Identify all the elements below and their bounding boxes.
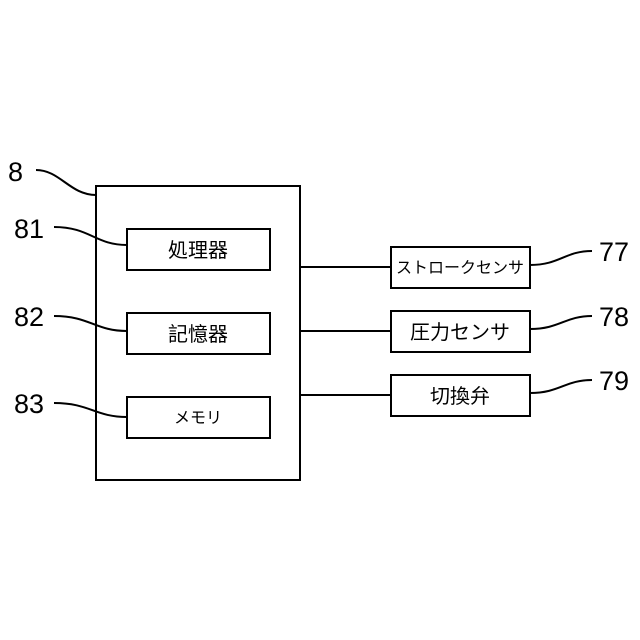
module-82-ref-label: 82	[14, 302, 44, 332]
peripheral-78-leader-line	[530, 316, 592, 329]
module-83-ref-label: 83	[14, 389, 44, 419]
stroke-sensor-label: ストロークセンサ	[396, 258, 524, 277]
memory-label: メモリ	[174, 408, 222, 427]
storage-label: 記憶器	[168, 322, 228, 346]
controller-ref-label: 8	[8, 157, 23, 187]
peripheral-77-leader-line	[530, 251, 592, 265]
peripheral-79-leader-line	[530, 380, 592, 393]
controller-leader-line	[36, 170, 96, 195]
switching-valve-label: 切換弁	[430, 384, 490, 408]
pressure-sensor-label: 圧力センサ	[410, 320, 510, 344]
peripheral-78-ref-label: 78	[599, 302, 629, 332]
processor-label: 処理器	[168, 238, 228, 262]
peripheral-79-ref-label: 79	[599, 366, 629, 396]
peripheral-77-ref-label: 77	[599, 237, 629, 267]
module-81-ref-label: 81	[14, 214, 44, 244]
